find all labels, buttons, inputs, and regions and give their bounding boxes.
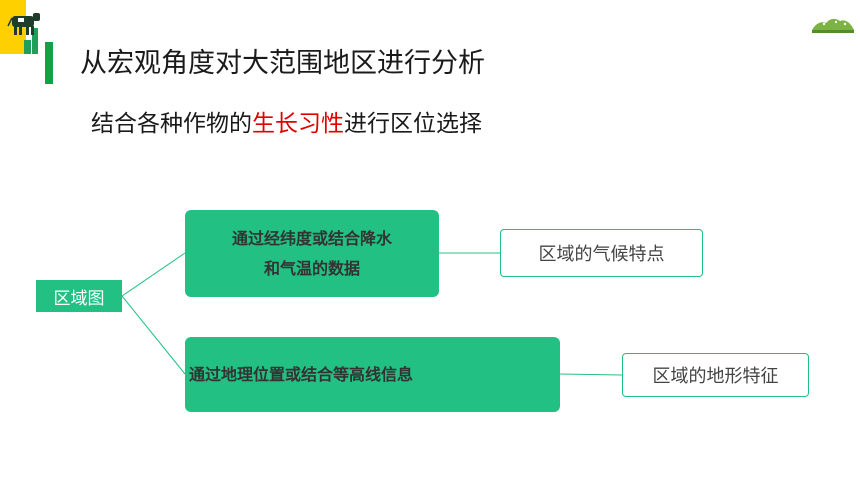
corner-bar — [24, 40, 31, 54]
result-node-terrain: 区域的地形特征 — [622, 353, 809, 397]
connector-branch2-result — [559, 373, 623, 376]
subtitle: 结合各种作物的生长习性进行区位选择 — [91, 106, 482, 142]
method-line: 和气温的数据 — [263, 258, 360, 278]
root-node: 区域图 — [36, 280, 122, 312]
title-accent-bar — [45, 42, 53, 84]
method-node-climate: 通过经纬度或结合降水 和气温的数据 — [185, 210, 439, 297]
method-line: 通过经纬度或结合降水 — [231, 228, 392, 248]
connector-root-branch2 — [121, 295, 186, 375]
cow-icon — [7, 13, 40, 35]
corner-bar — [32, 28, 38, 54]
connector-root-branch1 — [121, 252, 186, 297]
result-node-climate: 区域的气候特点 — [500, 229, 703, 277]
subtitle-highlight: 生长习性 — [252, 111, 344, 137]
hill-icon — [812, 18, 854, 33]
subtitle-suffix: 进行区位选择 — [344, 111, 482, 137]
subtitle-prefix: 结合各种作物的 — [91, 111, 252, 137]
page-title: 从宏观角度对大范围地区进行分析 — [80, 48, 485, 79]
method-node-terrain: 通过地理位置或结合等高线信息 — [185, 337, 560, 412]
